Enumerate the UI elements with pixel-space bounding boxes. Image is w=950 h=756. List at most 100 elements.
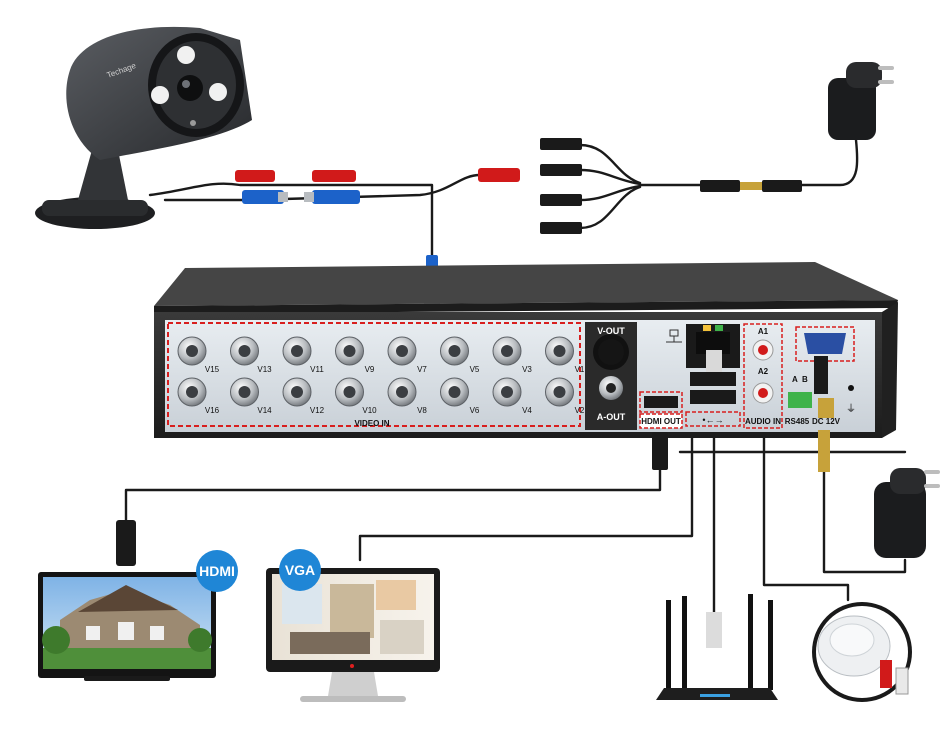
splitter-branch-1 [578,143,642,185]
splitter-branch-4 [578,185,642,230]
bnc-port-center [448,386,461,398]
audio-port-a2 [758,388,768,398]
hdmi-monitor: HDMI [38,520,238,681]
bnc-port-center [396,386,408,398]
hdmi-badge-label: HDMI [199,563,235,579]
vga-cable [358,418,694,562]
dc-power-cable [822,468,907,574]
ir-led-icon [151,86,169,104]
rj45-plug-icon [706,612,722,648]
splitter-branch-2 [578,168,642,186]
usb-port [690,372,736,386]
video-port-label: V3 [522,365,532,374]
router-antenna [666,600,671,690]
bnc-port-center [186,386,198,398]
video-port-label: V12 [310,406,325,415]
bnc-port-center [291,345,303,357]
hdmi-out-label: HDMI OUT [641,417,681,426]
vga-monitor: VGA [266,549,440,702]
power-plug-icon [235,170,275,182]
video-port-label: V8 [417,406,427,415]
power-adapter-icon [874,482,926,558]
power-jack-icon [312,170,356,182]
splitter-plug-icon [540,138,582,150]
hdmi-port-highlight [639,391,683,413]
bnc-port-center [186,345,198,357]
ir-led-icon [177,46,195,64]
dc-plug-icon [814,356,828,394]
rca-plug-icon [880,660,892,688]
camera-mount [78,150,128,200]
ground-icon: ⏚ [846,403,856,415]
bnc-port-center [553,345,566,357]
video-in-label: VIDEO IN [354,419,389,428]
splitter-plug-icon [540,222,582,234]
rs485-terminal [788,392,812,408]
bnc-port-center [343,386,356,398]
bnc-connector-icon [242,190,284,204]
router-antenna [682,596,687,690]
bnc-port-center [448,345,461,357]
dvr-top [154,262,898,306]
a2-label: A2 [758,367,769,376]
video-port-label: V14 [257,406,272,415]
vga-badge [279,549,321,591]
network-router [656,594,778,700]
bnc-port-center [501,386,513,398]
network-icon [666,329,682,343]
bnc-port-center [343,345,356,357]
bullet-camera: Techage [35,26,252,229]
audio-port-a1 [758,345,768,355]
bnc-connector-icon [312,190,360,204]
power-jack-icon [478,168,520,182]
video-port-label: V5 [470,365,480,374]
vout-label: V-OUT [597,326,625,336]
power-adapter-icon [828,78,876,140]
vga-badge-label: VGA [285,562,315,578]
bnc-port-center [501,345,513,357]
power-adapter-top [828,62,894,140]
power-splitter [540,138,802,234]
camera-lens-icon [177,75,203,101]
audio-in-highlight [743,323,783,429]
adapter-top-cable [798,138,859,187]
rca-plug-icon [895,667,909,695]
hdmi-badge [196,550,238,592]
rs485-label: RS485 [785,417,810,426]
bnc-port-center [238,386,251,398]
hdmi-port [644,396,678,408]
aout-label: A-OUT [597,412,626,422]
splitter-plug-icon [540,194,582,206]
video-port-label: V16 [205,406,220,415]
video-port-label: V7 [417,365,427,374]
bnc-port-center [553,386,566,398]
video-in-highlight [167,322,581,427]
router-antenna [768,600,773,690]
dc-label: DC 12V [812,417,841,426]
router-antenna [748,594,753,690]
splitter-branch-3 [578,184,642,202]
video-port-label: V4 [522,406,532,415]
video-port-label: V9 [365,365,375,374]
hdmi-plug-icon [116,520,136,566]
hdmi-plug-icon [652,432,668,470]
audio-cable [762,393,850,602]
video-port-label: V6 [470,406,480,415]
rs485-b-label: B [802,375,808,384]
usb-port [690,390,736,404]
camera-video-cable [148,182,434,264]
monitor-stand [328,672,378,696]
dvr-rear-panel [165,320,875,432]
a1-label: A1 [758,327,769,336]
bnc-port-center [291,386,303,398]
video-port-label: V13 [257,365,272,374]
hdmi-cable [124,468,662,522]
splitter-plug-icon [540,164,582,176]
vga-port [804,333,846,354]
bnc-port-center [238,345,251,357]
audio-microphone [812,602,912,702]
